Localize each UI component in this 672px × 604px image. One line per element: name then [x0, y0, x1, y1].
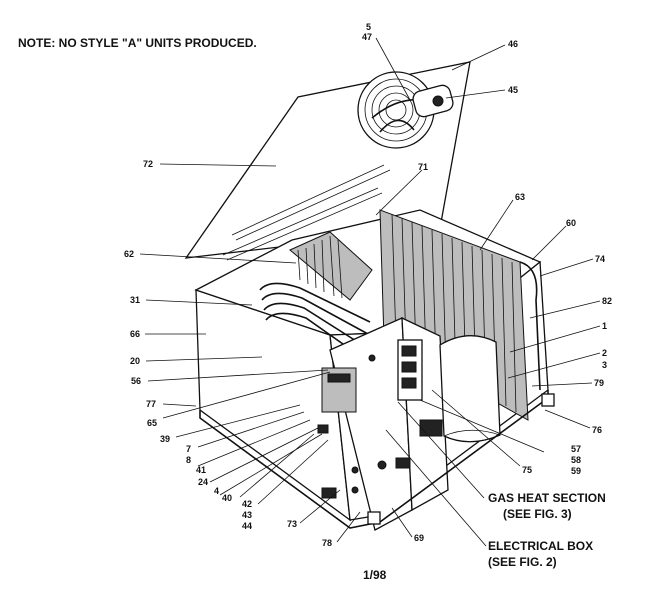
callout-57: 57 [571, 444, 581, 454]
callout-73: 73 [287, 519, 297, 529]
callout-4: 4 [214, 486, 219, 496]
callout-71: 71 [418, 162, 428, 172]
leader-lines [139, 37, 601, 547]
callout-75: 75 [522, 465, 532, 475]
callout-59: 59 [571, 466, 581, 476]
page-number: 1/98 [363, 568, 387, 582]
callout-7: 7 [186, 444, 191, 454]
callout-3: 3 [602, 360, 607, 370]
callout-56: 56 [131, 376, 141, 386]
unit-drawing [184, 61, 555, 531]
electrical-box-title: ELECTRICAL BOX [488, 539, 593, 553]
callout-31: 31 [130, 295, 140, 305]
callout-74: 74 [595, 254, 605, 264]
callout-24: 24 [198, 477, 208, 487]
callout-46: 46 [508, 39, 518, 49]
callout-42: 42 [242, 499, 252, 509]
base-rails [199, 390, 555, 529]
fan-motor [412, 84, 454, 118]
callout-39: 39 [160, 434, 170, 444]
callout-1: 1 [602, 321, 607, 331]
callout-44: 44 [242, 521, 252, 531]
callout-20: 20 [130, 356, 140, 366]
electrical-box-reference: (SEE FIG. 2) [488, 555, 557, 569]
callout-5: 5 [366, 22, 371, 32]
callout-8: 8 [186, 455, 191, 465]
callout-62: 62 [124, 249, 134, 259]
electrical-box [395, 339, 443, 469]
callout-69: 69 [414, 533, 424, 543]
callout-58: 58 [571, 455, 581, 465]
callout-2: 2 [602, 348, 607, 358]
compressor [439, 335, 501, 443]
callout-47: 47 [362, 32, 372, 42]
note-text: NOTE: NO STYLE "A" UNITS PRODUCED. [18, 36, 257, 50]
callout-40: 40 [222, 493, 232, 503]
callout-72: 72 [143, 159, 153, 169]
callout-79: 79 [594, 378, 604, 388]
callout-45: 45 [508, 85, 518, 95]
heat-exchanger [259, 282, 371, 357]
callout-63: 63 [515, 192, 525, 202]
evaporator-coil [289, 231, 373, 301]
gas-heat-section-title: GAS HEAT SECTION [488, 491, 606, 505]
callout-labels: 5 47 46 45 72 71 63 60 62 74 31 82 66 1 … [124, 22, 612, 548]
callout-65: 65 [147, 418, 157, 428]
callout-66: 66 [130, 329, 140, 339]
gas-heat-section-reference: (SEE FIG. 3) [503, 507, 572, 521]
section-captions: GAS HEAT SECTION (SEE FIG. 3) ELECTRICAL… [488, 491, 606, 569]
callout-41: 41 [196, 465, 206, 475]
callout-82: 82 [602, 296, 612, 306]
callout-60: 60 [566, 218, 576, 228]
callout-43: 43 [242, 510, 252, 520]
callout-77: 77 [146, 399, 156, 409]
callout-78: 78 [322, 538, 332, 548]
callout-76: 76 [592, 425, 602, 435]
